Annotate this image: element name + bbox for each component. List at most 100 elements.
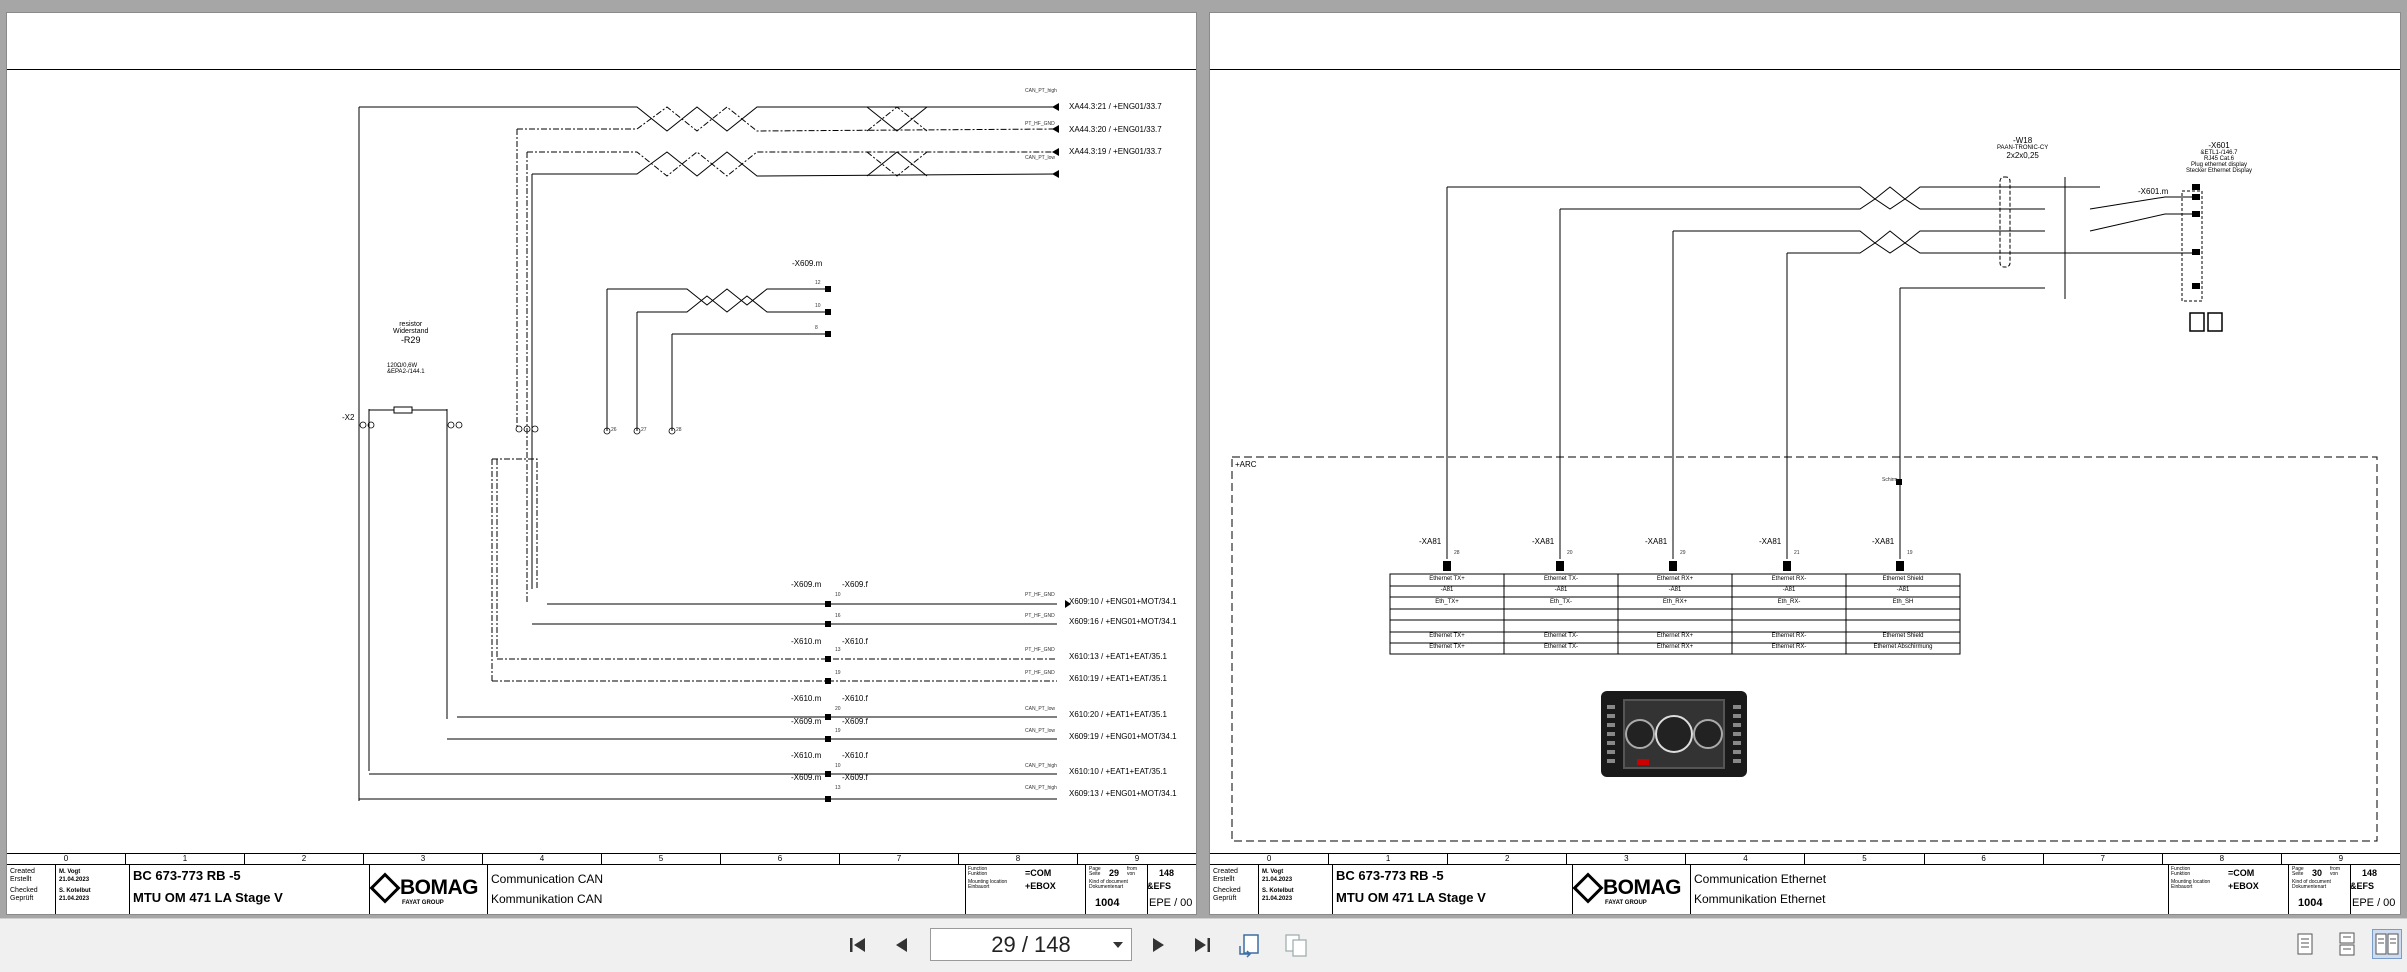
arc-label: +ARC (1235, 460, 1257, 469)
first-page-button[interactable] (844, 931, 872, 959)
last-page-button[interactable] (1188, 931, 1216, 959)
can-low-wire (532, 151, 1058, 177)
row-pin: 20 (835, 706, 841, 712)
page-value: 29 (1109, 868, 1120, 878)
row-signal: CAN_PT_high (1025, 763, 1057, 769)
single-page-view-button[interactable] (2290, 929, 2320, 959)
next-page-icon (1153, 938, 1164, 952)
location-value: +EBOX (2228, 881, 2259, 891)
row-left-ref: -X609.m (791, 580, 822, 589)
row-pin: 16 (835, 613, 841, 619)
page-indicator: 29 / 148 (991, 931, 1071, 957)
two-page-view-button[interactable] (2372, 929, 2402, 959)
rotate-icon (1239, 934, 1259, 958)
mid-bottom-pin-1: 26 (611, 427, 617, 433)
row-target[interactable]: X609:10 / +ENG01+MOT/34.1 (1069, 597, 1177, 606)
can-schematic (358, 103, 1071, 802)
brand-sub: FAYAT GROUP (402, 900, 444, 906)
row-left-ref: -X610.m (791, 637, 822, 646)
row-left-ref: -X610.m (791, 694, 822, 703)
sheet-title-de: Kommunikation CAN (491, 892, 603, 906)
mid-connector-title: -X609.m (792, 259, 823, 268)
arc-box (1231, 456, 2378, 842)
copy-button[interactable] (1282, 931, 1310, 959)
gnd-wire (517, 106, 1058, 132)
prev-page-button[interactable] (888, 931, 916, 959)
row-target[interactable]: X609:13 / +ENG01+MOT/34.1 (1069, 789, 1177, 798)
gnd-wire-2 (527, 151, 1057, 177)
engine-title: MTU OM 471 LA Stage V (133, 890, 283, 905)
can-high-wire (359, 106, 1057, 132)
continuous-view-button[interactable] (2332, 929, 2362, 959)
doc-number: 1004 (1095, 897, 1120, 909)
next-page-button[interactable] (1144, 931, 1172, 959)
mid-pin-3: 8 (815, 325, 818, 331)
row-pin: 19 (835, 728, 841, 734)
kind-value: &EFS (1147, 881, 1172, 891)
xa81-pin: 19 (1907, 550, 1913, 556)
xa81-ref: -XA81 (1532, 537, 1555, 546)
xa81-ref: -XA81 (1419, 537, 1442, 546)
row-target[interactable]: X610:10 / +EAT1+EAT/35.1 (1069, 767, 1167, 776)
plug-ref-m: -X601.m (2138, 187, 2169, 196)
xa81-pin: 20 (1567, 550, 1573, 556)
page-total: 148 (2362, 868, 2378, 878)
bus-label-3: CAN_PT_low (1025, 155, 1056, 161)
location-value: +EBOX (1025, 881, 1056, 891)
xa81-ref: -XA81 (1759, 537, 1782, 546)
bomag-logo: BOMAG (1572, 872, 1682, 904)
top-terminal-3[interactable]: XA44.3:19 / +ENG01/33.7 (1069, 147, 1162, 156)
top-terminal-2[interactable]: XA44.3:20 / +ENG01/33.7 (1069, 125, 1162, 134)
sheet-title-en: Communication Ethernet (1694, 872, 1827, 886)
x2-label: -X2 (342, 413, 355, 422)
row-right-ref: -X609.f (842, 773, 868, 782)
row-pin: 10 (835, 763, 841, 769)
row-target[interactable]: X610:13 / +EAT1+EAT/35.1 (1069, 652, 1167, 661)
row-left-ref: -X609.m (791, 773, 822, 782)
drawing-frame (7, 69, 1196, 914)
row-pin: 13 (835, 647, 841, 653)
row-target[interactable]: X609:16 / +ENG01+MOT/34.1 (1069, 617, 1177, 626)
drawing-frame (1210, 69, 2400, 914)
first-page-icon (850, 938, 865, 952)
row-right-ref: -X610.f (842, 751, 868, 760)
row-right-ref: -X610.f (842, 694, 868, 703)
bomag-diamond-icon (1572, 872, 1604, 904)
top-terminal-1[interactable]: XA44.3:21 / +ENG01/33.7 (1069, 102, 1162, 111)
row-target[interactable]: X610:20 / +EAT1+EAT/35.1 (1069, 710, 1167, 719)
row-pin: 10 (835, 592, 841, 598)
bus-label-1: CAN_PT_high (1025, 88, 1057, 94)
sheet-title-de: Kommunikation Ethernet (1694, 892, 1826, 906)
mid-bottom-pin-2: 27 (641, 427, 647, 433)
xa81-pin: 21 (1794, 550, 1800, 556)
bus-label-2: PT_HF_GND (1025, 121, 1055, 127)
kind-value: &EFS (2350, 881, 2375, 891)
doc-number: 1004 (2298, 897, 2323, 909)
row-target[interactable]: X609:19 / +ENG01+MOT/34.1 (1069, 732, 1177, 741)
row-pin: 19 (835, 670, 841, 676)
rotate-button[interactable] (1236, 931, 1264, 959)
row-signal: PT_HF_GND (1025, 613, 1055, 619)
page-value: 30 (2312, 868, 2323, 878)
mid-pin-2: 10 (815, 303, 821, 309)
row-target[interactable]: X610:19 / +EAT1+EAT/35.1 (1069, 674, 1167, 683)
page-total: 148 (1159, 868, 1175, 878)
page-number-input[interactable]: 29 / 148 (930, 928, 1132, 961)
copy-icon (1285, 934, 1307, 957)
row-signal: CAN_PT_low (1025, 728, 1056, 734)
revision: EPE / 00 (1149, 897, 1193, 909)
row-signal: CAN_PT_low (1025, 706, 1056, 712)
